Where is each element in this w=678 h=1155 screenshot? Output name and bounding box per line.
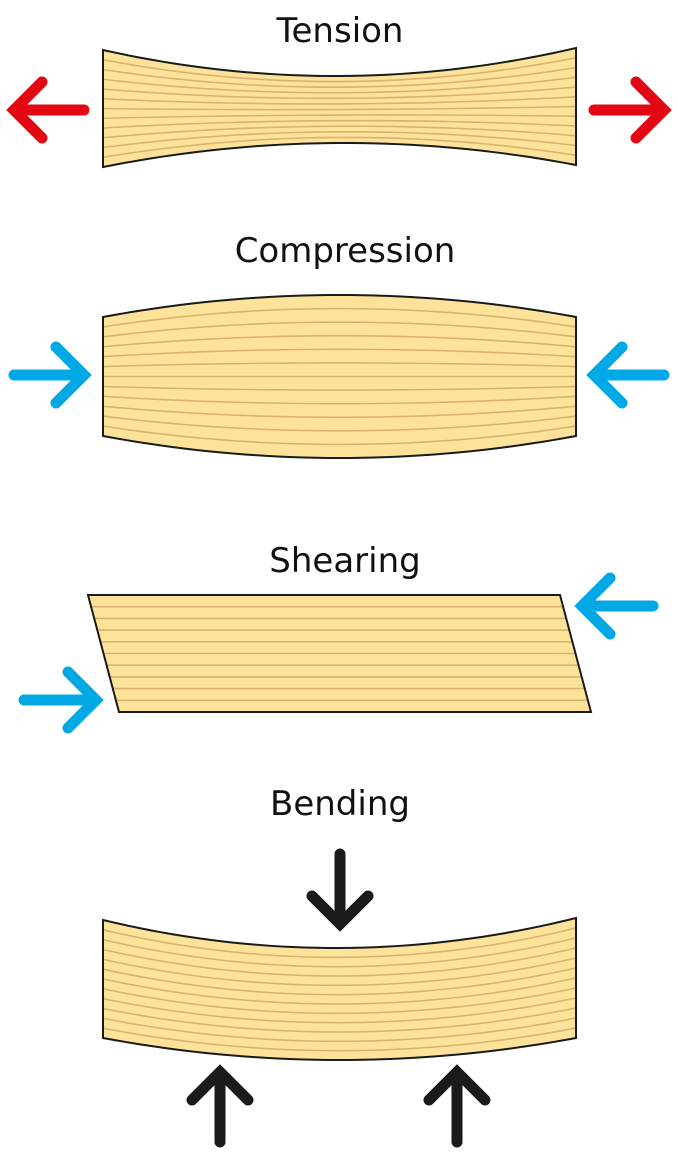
wood-body xyxy=(103,918,576,1060)
wood-grain-line xyxy=(102,307,577,328)
shearing-panel: Shearing xyxy=(18,541,659,734)
arrow-up-icon xyxy=(186,1064,254,1148)
arrow-right-icon xyxy=(588,76,672,144)
wood-grain-line xyxy=(102,967,577,996)
wood-grain-line xyxy=(102,321,577,338)
wood-grain-line xyxy=(102,1027,577,1052)
wood-grain-line xyxy=(102,1007,577,1033)
shearing-beam xyxy=(86,594,593,713)
compression-beam xyxy=(102,293,577,460)
wood-grain-line xyxy=(102,95,577,105)
compression-panel: Compression xyxy=(8,231,670,460)
wood-grain-line xyxy=(102,395,577,405)
wood-grain-line xyxy=(102,334,577,348)
wood-grain-line xyxy=(102,405,577,419)
wood-grain-line xyxy=(102,76,577,94)
tension-label: Tension xyxy=(276,11,404,51)
wood-grain-line xyxy=(102,415,577,432)
wood-grain-line xyxy=(102,348,577,358)
wood-grain-line xyxy=(102,86,577,100)
arrow-down-icon xyxy=(306,848,374,932)
wood-grain-line xyxy=(102,1017,577,1043)
arrow-left-icon xyxy=(574,572,659,640)
beam-outline xyxy=(102,916,577,1062)
shearing-label: Shearing xyxy=(269,541,420,581)
arrow-left-icon xyxy=(6,76,90,144)
wood-grain-line xyxy=(102,105,577,111)
wood-grain-line xyxy=(102,66,577,88)
tension-beam xyxy=(102,46,577,169)
arrow-up-icon xyxy=(423,1064,491,1148)
compression-label: Compression xyxy=(235,231,456,271)
wood-grain-line xyxy=(102,997,577,1024)
beam-outline xyxy=(102,293,577,460)
bending-panel: Bending xyxy=(102,784,577,1148)
wood-grain-line xyxy=(102,114,577,120)
wood-body xyxy=(103,48,576,167)
wood-grain-line xyxy=(102,119,577,129)
wood-grain-line xyxy=(102,56,577,83)
bending-beam xyxy=(102,916,577,1062)
bending-label: Bending xyxy=(270,784,410,824)
wood-grain-line xyxy=(102,362,577,368)
wood-grain-line xyxy=(102,425,577,446)
wood-grain-line xyxy=(102,987,577,1015)
wood-grain-line xyxy=(102,125,577,139)
arrow-right-icon xyxy=(18,666,104,734)
beam-outline xyxy=(102,46,577,169)
arrow-left-icon xyxy=(586,341,670,409)
beam-outline xyxy=(86,594,593,713)
wood-grain-line xyxy=(102,136,577,159)
wood-grain-line xyxy=(102,385,577,391)
wood-grain-line xyxy=(102,131,577,149)
arrow-right-icon xyxy=(8,341,92,409)
wood-grain-line xyxy=(102,957,577,987)
wood-grain-line xyxy=(102,977,577,1005)
wood-grain-line xyxy=(102,927,577,959)
wood-grain-line xyxy=(102,937,577,968)
tension-panel: Tension xyxy=(6,11,672,169)
wood-grain-line xyxy=(102,947,577,977)
